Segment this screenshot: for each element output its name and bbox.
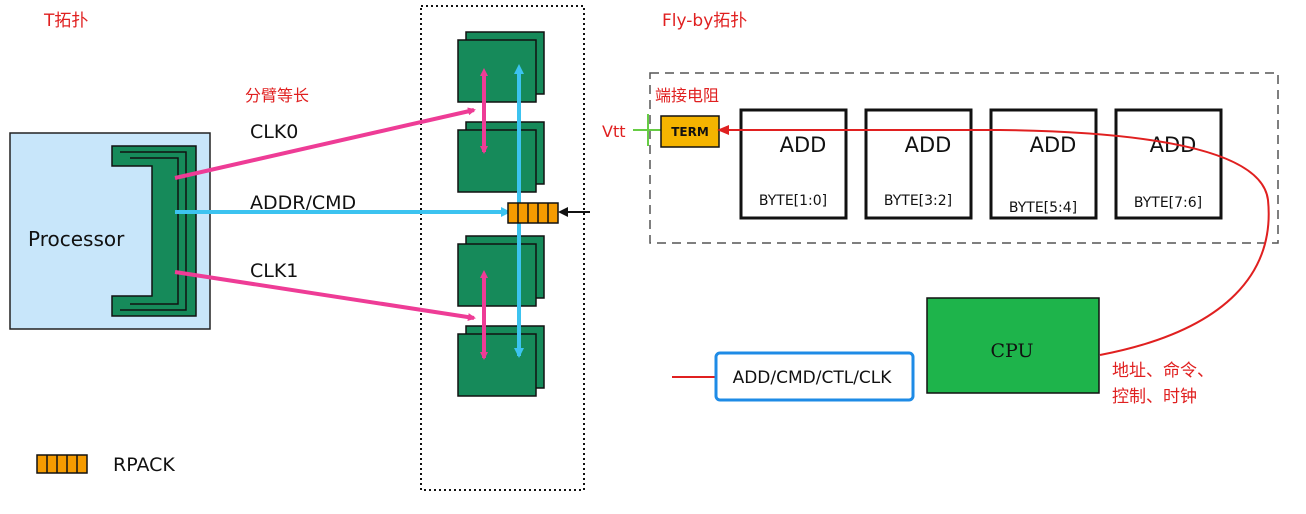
clk1-line xyxy=(174,270,476,322)
t-topology-title: T拓扑 xyxy=(43,11,88,31)
dram-chip-stack-4 xyxy=(457,325,545,397)
dram-chip-stack-2 xyxy=(457,121,545,193)
rpack-legend-label: RPACK xyxy=(113,454,175,476)
chip-3-top-label: ADD xyxy=(1030,133,1077,157)
chip-4-byte-label: BYTE[7:6] xyxy=(1134,195,1202,211)
flyby-route-line xyxy=(717,125,1270,356)
cpu-block xyxy=(926,297,1100,394)
bus-note-line1: 地址、命令、 xyxy=(1112,361,1214,381)
vtt-label: Vtt xyxy=(602,122,626,141)
clk0-label: CLK0 xyxy=(250,121,298,143)
cpu-label: CPU xyxy=(990,340,1033,362)
chip-4-top-label: ADD xyxy=(1150,133,1197,157)
processor-label: Processor xyxy=(28,227,125,251)
clk0-line xyxy=(174,107,476,180)
flyby-module-outline xyxy=(649,72,1279,244)
clk1-label: CLK1 xyxy=(250,260,298,282)
chip-3-byte-label: BYTE[5:4] xyxy=(1009,200,1077,216)
bus-label: ADD/CMD/CTL/CLK xyxy=(733,368,893,388)
termination-note: 端接电阻 xyxy=(655,86,719,105)
dram-chip-stack-1 xyxy=(457,31,545,103)
bus-label-box xyxy=(714,351,915,402)
term-label: TERM xyxy=(671,125,709,139)
memory-chip-1: ADD BYTE[1:0] xyxy=(739,108,848,220)
processor-block: Processor xyxy=(9,132,211,330)
memory-chip-4: ADD BYTE[7:6] xyxy=(1114,108,1223,220)
equal-length-note: 分臂等长 xyxy=(245,86,309,105)
memory-chip-2: ADD BYTE[3:2] xyxy=(864,108,973,220)
chip-1-byte-label: BYTE[1:0] xyxy=(759,193,827,209)
dimm-module-outline xyxy=(420,5,585,491)
flyby-topology-title: Fly-by拓扑 xyxy=(662,11,747,31)
dram-chip-stack-3 xyxy=(457,235,545,307)
bus-note-line2: 控制、时钟 xyxy=(1112,387,1197,407)
chip-2-byte-label: BYTE[3:2] xyxy=(884,193,952,209)
chip-2-top-label: ADD xyxy=(905,133,952,157)
memory-chip-3: ADD BYTE[5:4] xyxy=(989,108,1098,220)
rpack-resistor xyxy=(507,202,559,224)
rpack-legend-icon xyxy=(36,454,88,474)
chip-1-top-label: ADD xyxy=(780,133,827,157)
term-resistor xyxy=(660,115,720,148)
addr-cmd-label: ADDR/CMD xyxy=(250,192,356,214)
